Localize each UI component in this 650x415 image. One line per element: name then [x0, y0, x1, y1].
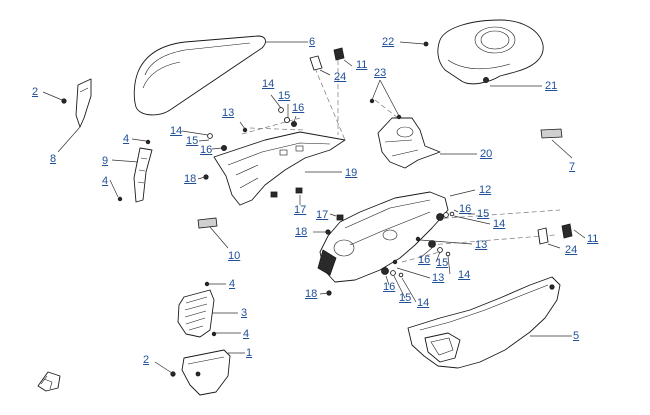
part-15-washer	[207, 133, 213, 139]
callout-13[interactable]: 13	[222, 107, 235, 119]
part-14-bolt	[449, 211, 455, 217]
callout-17[interactable]: 17	[316, 209, 329, 221]
part-20-center-mount	[369, 98, 441, 169]
callout-4[interactable]: 4	[229, 278, 236, 290]
part-16-washer	[381, 267, 389, 275]
leader-lines	[42, 41, 586, 374]
callout-15[interactable]: 15	[186, 135, 199, 147]
part-5-fastener	[549, 284, 555, 290]
part-15-washer	[437, 247, 443, 253]
callout-14[interactable]: 14	[170, 125, 183, 137]
callout-14[interactable]: 14	[262, 78, 275, 90]
callout-13[interactable]: 13	[432, 272, 445, 284]
callout-21[interactable]: 21	[545, 80, 558, 92]
part-5-lower-side-panel	[407, 276, 561, 369]
part-6-upper-side-cover	[133, 35, 266, 116]
part-16-washer	[428, 240, 436, 248]
callout-9[interactable]: 9	[102, 155, 109, 167]
callout-15[interactable]: 15	[399, 292, 412, 304]
callout-18[interactable]: 18	[184, 173, 197, 185]
callout-16[interactable]: 16	[459, 203, 472, 215]
part-16-washer	[290, 121, 297, 128]
callout-6[interactable]: 6	[309, 36, 316, 48]
part-16-washer	[220, 144, 227, 151]
callout-4[interactable]: 4	[102, 175, 109, 187]
part-9-side-strip	[117, 139, 153, 203]
callout-12[interactable]: 12	[479, 184, 492, 196]
part-11-24-clips-lower	[537, 223, 573, 245]
part-13-screw	[242, 127, 248, 133]
callout-23[interactable]: 23	[374, 67, 387, 79]
callout-14[interactable]: 14	[458, 269, 471, 281]
part-23-screw	[396, 114, 402, 120]
part-4-screw	[211, 331, 217, 337]
part-17-clip	[336, 214, 344, 221]
part-8-trim-piece	[61, 78, 92, 128]
callout-16[interactable]: 16	[292, 102, 305, 114]
part-13-screw	[392, 259, 398, 265]
callout-8[interactable]: 8	[50, 153, 57, 165]
part-17-clip	[295, 187, 303, 194]
callout-11[interactable]: 11	[587, 233, 599, 245]
callout-14[interactable]: 14	[493, 218, 506, 230]
exploded-view-symbol-icon	[37, 371, 61, 392]
callout-15[interactable]: 15	[477, 208, 490, 220]
part-19-bracket	[203, 107, 346, 206]
callout-16[interactable]: 16	[383, 281, 396, 293]
callout-5[interactable]: 5	[573, 330, 580, 342]
callout-7[interactable]: 7	[569, 161, 576, 173]
callout-24[interactable]: 24	[565, 244, 578, 256]
part-21-headlight-cover	[423, 19, 544, 85]
part-11-24-clips-upper	[309, 47, 345, 71]
part-22-screw	[423, 41, 429, 47]
callout-10[interactable]: 10	[228, 250, 241, 262]
callout-20[interactable]: 20	[480, 148, 493, 160]
callout-22[interactable]: 22	[382, 36, 395, 48]
part-14-bolt	[445, 251, 451, 257]
part-1-fastener	[195, 371, 201, 377]
callout-15[interactable]: 15	[436, 257, 449, 269]
callout-2[interactable]: 2	[143, 354, 150, 366]
part-12-frame-bracket	[317, 191, 455, 296]
callout-2[interactable]: 2	[32, 86, 39, 98]
part-1-lower-panel	[170, 349, 231, 396]
callout-13[interactable]: 13	[475, 239, 488, 251]
callout-4[interactable]: 4	[243, 328, 250, 340]
callout-14[interactable]: 14	[417, 297, 430, 309]
part-13-screw	[415, 236, 421, 242]
callout-4[interactable]: 4	[123, 133, 130, 145]
part-15-washer	[283, 116, 291, 124]
part-14-bolt	[398, 272, 404, 278]
part-16-washer	[436, 213, 444, 221]
callout-24[interactable]: 24	[334, 71, 347, 83]
part-2-clip	[61, 98, 67, 104]
callout-19[interactable]: 19	[345, 167, 358, 179]
callout-17[interactable]: 17	[294, 204, 307, 216]
part-3-grille	[177, 281, 217, 338]
part-4-screw	[117, 196, 123, 202]
part-15-washer	[443, 212, 449, 218]
callout-1[interactable]: 1	[246, 347, 253, 359]
part-21-fastener	[482, 77, 489, 84]
part-14-bolt	[278, 107, 284, 113]
callout-18[interactable]: 18	[305, 288, 318, 300]
callout-18[interactable]: 18	[295, 226, 308, 238]
callout-16[interactable]: 16	[200, 144, 213, 156]
callout-15[interactable]: 15	[278, 90, 291, 102]
part-10-pad	[197, 217, 218, 229]
callout-11[interactable]: 11	[356, 59, 368, 71]
callout-16[interactable]: 16	[418, 254, 431, 266]
part-18-nut	[325, 229, 331, 235]
part-15-washer	[390, 270, 396, 276]
callout-3[interactable]: 3	[241, 307, 248, 319]
part-4-screw	[145, 139, 151, 145]
part-7-pad	[540, 128, 563, 139]
part-17-clip	[270, 191, 278, 198]
